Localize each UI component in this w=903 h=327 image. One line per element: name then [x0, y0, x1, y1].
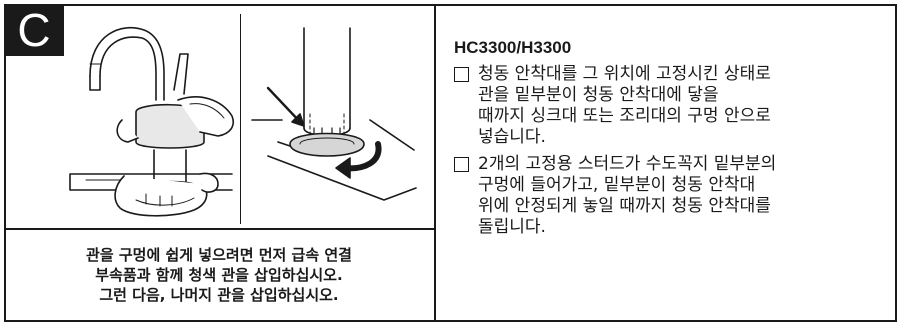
- illustration-panel: C 관을 구멍에 쉽게 넣으려면 먼저 급속 연결 부속품과 함께 청색 관을 …: [4, 4, 436, 322]
- step-line: 관을 밑부분이 청동 안착대에 닿을: [478, 85, 719, 105]
- caption-line: 부속품과 함께 청색 관을 삽입하십시오.: [95, 266, 343, 284]
- caption-box: 관을 구멍에 쉽게 넣으려면 먼저 급속 연결 부속품과 함께 청색 관을 삽입…: [4, 228, 434, 320]
- model-label: HC3300/H3300: [454, 38, 572, 57]
- step-line: 넣습니다.: [478, 127, 546, 147]
- step-text: 청동 안착대를 그 위치에 고정시킨 상태로 관을 밑부분이 청동 안착대에 닿…: [478, 64, 890, 148]
- step-line: 청동 안착대를 그 위치에 고정시킨 상태로: [478, 64, 771, 84]
- step-line: 위에 안정되게 놓일 때까지 청동 안착대를: [478, 196, 771, 216]
- illustration-divider: [240, 14, 241, 224]
- illustration-area: C: [4, 4, 434, 228]
- step-line: 구멍에 들어가고, 밑부분이 청동 안착대: [478, 175, 756, 195]
- step-text: 2개의 고정용 스터드가 수도꼭지 밑부분의 구멍에 들어가고, 밑부분이 청동…: [478, 154, 890, 238]
- caption-line: 그런 다음, 나머지 관을 삽입하십시오.: [99, 286, 339, 304]
- step-line: 돌립니다.: [478, 217, 546, 237]
- instructions-panel: HC3300/H3300 청동 안착대를 그 위치에 고정시킨 상태로 관을 밑…: [436, 4, 897, 322]
- step-checkbox[interactable]: [454, 67, 469, 82]
- step-badge: C: [4, 4, 64, 56]
- faucet-installation-illustration: [69, 26, 417, 217]
- caption-line: 관을 구멍에 쉽게 넣으려면 먼저 급속 연결: [86, 246, 352, 264]
- step-line: 때까지 싱크대 또는 조리대의 구멍 안으로: [478, 106, 771, 126]
- step-checkbox[interactable]: [454, 157, 469, 172]
- instruction-frame: [4, 4, 897, 322]
- step-line: 2개의 고정용 스터드가 수도꼭지 밑부분의: [478, 154, 777, 174]
